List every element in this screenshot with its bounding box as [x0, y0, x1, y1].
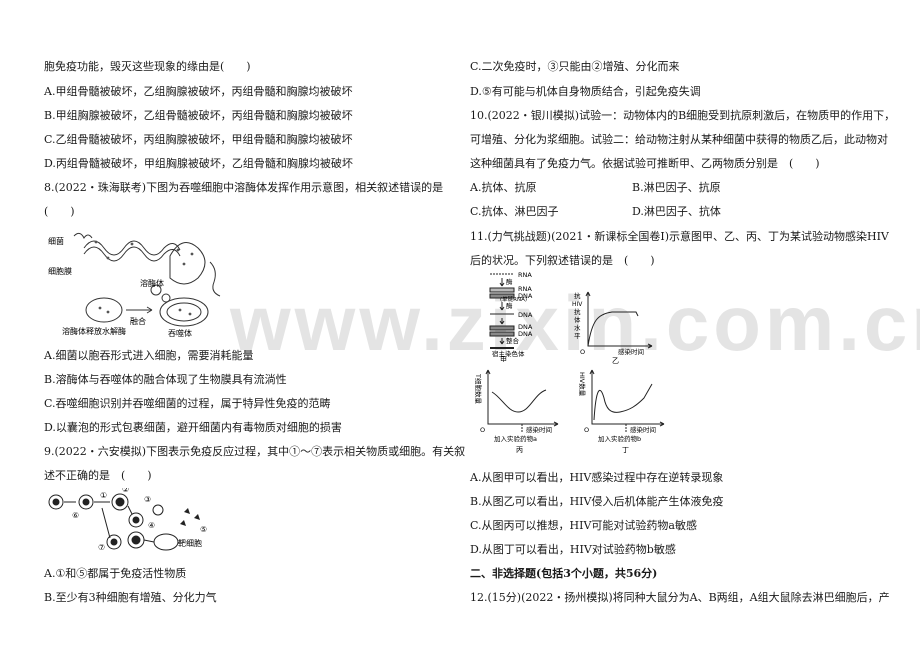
jia-dna-strand: DNA	[518, 292, 533, 300]
yi-ylabel-2: HIV	[572, 301, 583, 308]
q8-stem: 8.(2022・珠海联考)下图为吞噬细胞中溶酶体发挥作用示意图，相关叙述错误的是	[44, 181, 444, 194]
ding-drug: 加入实验药物b	[598, 434, 641, 443]
bing-drug: 加入实验药物a	[494, 434, 537, 443]
figure-yi: 抗 HIV 抗 体 水 平 O 感染时间 乙	[572, 291, 653, 364]
q9-stem: 9.(2022・六安模拟)下图表示免疫反应过程，其中①～⑦表示相关物质或细胞。有…	[44, 445, 466, 458]
q9-option-d: D.⑤有可能与机体自身物质结合，引起免疫失调	[470, 85, 701, 98]
label-n4: ④	[148, 521, 155, 530]
q10-option-c: C.抗体、淋巴因子	[470, 205, 559, 218]
q7-option-c: C.乙组骨髓被破坏，丙组胸腺被破坏，甲组骨髓和胸腺均被破坏	[44, 133, 353, 146]
yi-label: 乙	[612, 357, 619, 364]
label-n6: ⑥	[72, 511, 79, 520]
q7-option-a: A.甲组骨髓被破坏，乙组胸腺被破坏，丙组骨髓和胸腺均被破坏	[44, 85, 353, 98]
label-n3: ③	[144, 495, 151, 504]
q8-option-c: C.吞噬细胞识别并吞噬细菌的过程，属于特异性免疫的范畴	[44, 397, 331, 410]
figure-ding: HIV数量 O 感染时间 加入实验药物b 丁	[578, 369, 665, 454]
label-fusion: 融合	[130, 316, 146, 326]
yi-ylabel-1: 抗	[574, 291, 581, 300]
q7-option-d: D.丙组骨髓被破坏，甲组胸腺被破坏，乙组骨髓和胸腺均被破坏	[44, 157, 353, 170]
q10-stem-2: 可增殖、分化为浆细胞。试验二：给动物注射从某种细菌中获得的物质乙后，此动物对	[470, 133, 888, 146]
q8-option-a: A.细菌以胞吞形式进入细胞，需要消耗能量	[44, 349, 254, 362]
yi-ylabel-4: 体	[574, 315, 581, 324]
q7-option-b: B.甲组胸腺被破坏，乙组骨髓被破坏，丙组骨髓和胸腺均被破坏	[44, 109, 353, 122]
yi-ylabel-6: 平	[574, 332, 581, 340]
q9-option-c: C.二次免疫时，③只能由②增殖、分化而来	[470, 60, 680, 73]
figure-jia: RNA 酶 RNA DNA (单链RNA) 酶 DNA DNA DNA 整合 宿…	[489, 271, 533, 362]
label-phagosome: 吞噬体	[168, 328, 192, 338]
jia-host-chromosome: 宿主染色体	[492, 349, 525, 358]
jia-dna: DNA	[518, 311, 533, 319]
label-n2: ②	[122, 488, 129, 494]
q11-option-c: C.从图丙可以推想，HIV可能对试验药物a敏感	[470, 519, 697, 532]
label-membrane: 细胞膜	[48, 266, 72, 276]
yi-ylabel-3: 抗	[574, 307, 581, 316]
q9-answer-blank: 述不正确的是 ( )	[44, 469, 152, 482]
jia-label: 甲	[500, 356, 507, 362]
figure-bing: T细胞数量 O 感染时间 加入实验药物a 丙	[474, 369, 559, 454]
jia-integrate: 整合	[506, 336, 520, 345]
bing-label: 丙	[516, 446, 523, 454]
ding-origin: O	[584, 426, 589, 434]
label-target-cell: 靶细胞	[178, 538, 202, 548]
label-lysosome: 溶酶体	[140, 278, 164, 288]
q11-option-d: D.从图丁可以看出，HIV对试验药物b敏感	[470, 543, 676, 556]
bing-origin: O	[480, 426, 485, 434]
q10-option-a: A.抗体、抗原	[470, 181, 537, 194]
q7-continuation: 胞免疫功能，毁灭这些现象的缘由是( )	[44, 60, 251, 73]
q8-option-d: D.以囊泡的形式包裹细菌，避开细菌内有毒物质对细胞的损害	[44, 421, 342, 434]
section-title-nonchoice: 二、非选择题(包括3个小题，共56分)	[470, 567, 658, 580]
bing-ylabel: T细胞数量	[474, 373, 483, 404]
q10-stem-1: 10.(2022・银川模拟)试验一：动物体内的B细胞受到抗原刺激后，在物质甲的作…	[470, 109, 896, 122]
yi-ylabel-5: 水	[574, 323, 581, 332]
jia-enzyme-2: 酶	[506, 301, 513, 310]
q12-stem: 12.(15分)(2022・扬州模拟)将同种大鼠分为A、B两组，A组大鼠除去淋巴…	[470, 591, 890, 604]
ding-ylabel: HIV数量	[578, 372, 587, 397]
lysosome-figure: 细菌 细胞膜 溶酶体 融合 吞噬体 溶酶体释放水解酶	[48, 232, 221, 338]
q10-stem-3: 这种细菌具有了免疫力气。依据试验可推断甲、乙两物质分别是 ( )	[470, 157, 820, 170]
jia-hybrid: (单链RNA)	[500, 295, 527, 303]
yi-xlabel: 感染时间	[618, 347, 644, 356]
q11-stem-1: 11.(力气挑战题)(2021・新课标全国卷Ⅰ)示意图甲、乙、丙、丁为某试验动物…	[470, 230, 889, 243]
label-n1: ①	[100, 491, 107, 500]
watermark: www.zixin.com.cn	[230, 279, 920, 367]
yi-origin: O	[580, 348, 585, 356]
label-n7: ⑦	[98, 543, 105, 552]
q11-option-b: B.从图乙可以看出，HIV侵入后机体能产生体液免疫	[470, 495, 724, 508]
label-release: 溶酶体释放水解酶	[62, 326, 126, 336]
q11-stem-2: 后的状况。下列叙述错误的是 ( )	[470, 254, 655, 267]
bing-xlabel: 感染时间	[526, 425, 552, 434]
ding-xlabel: 感染时间	[630, 425, 656, 434]
q10-option-d: D.淋巴因子、抗体	[632, 205, 721, 218]
immune-response-figure: ⑥ ① ② ③ ④ ⑤ ⑦ 靶细胞	[48, 488, 207, 552]
q8-option-b: B.溶酶体与吞噬体的融合体现了生物膜具有流淌性	[44, 373, 287, 386]
ding-label: 丁	[622, 446, 629, 454]
jia-dna-double-1: DNA	[518, 323, 533, 331]
q11-option-a: A.从图甲可以看出，HIV感染过程中存在逆转录现象	[470, 471, 724, 484]
q9-option-a: A.①和⑤都属于免疫活性物质	[44, 567, 187, 580]
jia-dna-double-2: DNA	[518, 330, 533, 338]
q9-option-b: B.至少有3种细胞有增殖、分化力气	[44, 591, 217, 604]
q10-option-b: B.淋巴因子、抗原	[632, 181, 721, 194]
jia-rna-strand: RNA	[518, 285, 532, 293]
q8-answer-blank: ( )	[44, 205, 75, 218]
label-n5: ⑤	[200, 525, 207, 534]
label-bacteria: 细菌	[48, 236, 64, 246]
jia-enzyme: 酶	[506, 277, 513, 286]
jia-rna: RNA	[518, 271, 532, 279]
